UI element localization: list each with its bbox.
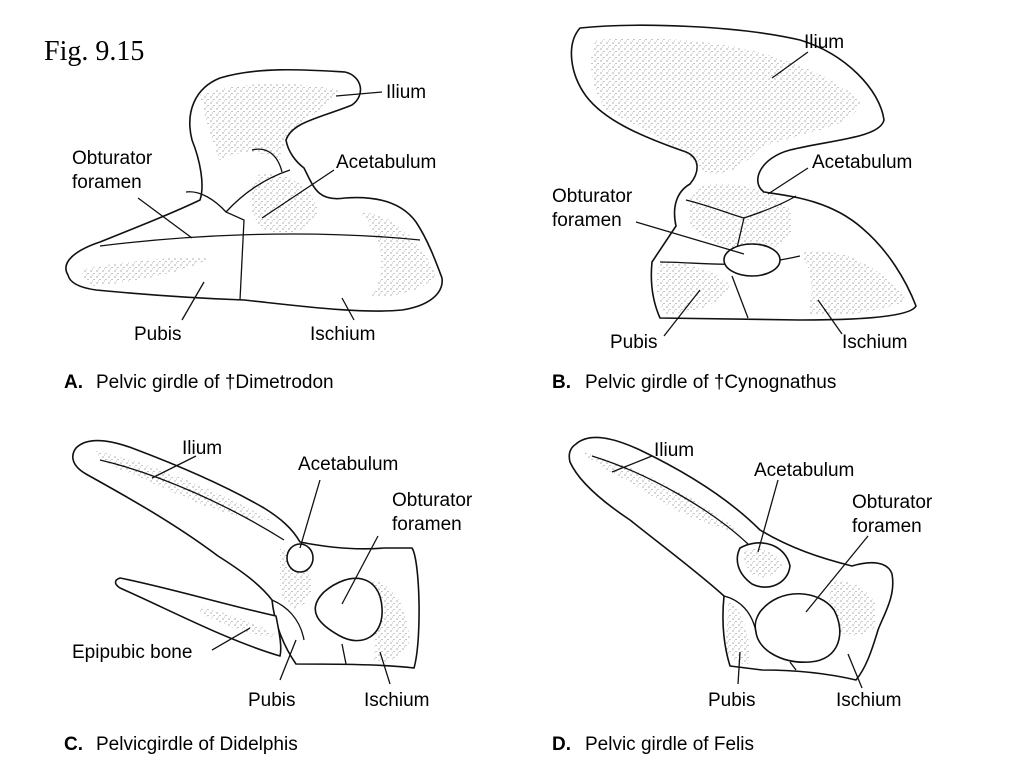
b-pubis-label: Pubis <box>610 332 658 353</box>
panel-d: Ilium Acetabulum Obturator foramen Pubis… <box>552 436 933 755</box>
d-ischium-leader <box>847 653 863 689</box>
d-caption-letter: D. <box>552 734 571 755</box>
a-ischium-leader <box>341 297 355 321</box>
a-ilium-leader <box>335 91 383 97</box>
felis-pelvis-drawing <box>568 436 894 681</box>
a-ilium-label: Ilium <box>386 82 426 103</box>
c-pubis-label: Pubis <box>248 690 296 711</box>
b-ischium-leader <box>817 299 843 335</box>
b-acetabulum-label: Acetabulum <box>812 152 912 173</box>
b-pubis-leader <box>663 289 701 337</box>
c-obturator-label-line1: Obturator <box>392 490 473 511</box>
b-ischium-label: Ischium <box>842 332 907 353</box>
panel-b: Ilium Acetabulum Obturator foramen Pubis… <box>552 24 917 393</box>
c-ilium-leader <box>151 455 197 479</box>
c-epipubic-leader <box>211 627 251 651</box>
c-pubis-leader <box>279 639 297 681</box>
didelphis-pelvis-drawing <box>72 439 420 669</box>
d-obturator-leader <box>805 535 869 613</box>
a-pubis-leader <box>181 281 205 321</box>
d-acetabulum-label: Acetabulum <box>754 460 854 481</box>
d-obturator-label-line2: foramen <box>852 516 922 537</box>
a-obturator-label-line1: Obturator <box>72 148 153 169</box>
b-caption: Pelvic girdle of †Cynognathus <box>585 372 836 393</box>
c-obturator-leader <box>341 535 379 605</box>
b-obturator-leader <box>635 221 745 255</box>
d-ilium-leader <box>611 455 653 473</box>
a-ischium-label: Ischium <box>310 324 375 345</box>
c-ilium-label: Ilium <box>182 438 222 459</box>
a-acetabulum-leader <box>261 169 335 219</box>
figure-title: Fig. 9.15 <box>44 36 144 67</box>
a-acetabulum-label: Acetabulum <box>336 152 436 173</box>
d-caption: Pelvic girdle of Felis <box>585 734 754 755</box>
c-acetabulum-label: Acetabulum <box>298 454 398 475</box>
c-ischium-leader <box>379 651 391 685</box>
c-acetabulum-leader <box>299 479 321 549</box>
c-epipubic-label: Epipubic bone <box>72 642 192 663</box>
c-caption: Pelvicgirdle of Didelphis <box>96 734 298 755</box>
b-obturator-label-line2: foramen <box>552 210 622 231</box>
a-obturator-leader <box>137 197 193 239</box>
d-ilium-label: Ilium <box>654 440 694 461</box>
d-obturator-label-line1: Obturator <box>852 492 933 513</box>
c-caption-letter: C. <box>64 734 83 755</box>
d-ischium-label: Ischium <box>836 690 901 711</box>
panel-c: Ilium Acetabulum Obturator foramen Epipu… <box>64 438 473 755</box>
b-ilium-label: Ilium <box>804 32 844 53</box>
b-acetabulum-leader <box>767 167 809 195</box>
d-pubis-leader <box>737 651 741 685</box>
dimetrodon-pelvis-drawing <box>65 68 443 312</box>
a-obturator-label-line2: foramen <box>72 172 142 193</box>
c-ischium-label: Ischium <box>364 690 429 711</box>
d-pubis-label: Pubis <box>708 690 756 711</box>
a-pubis-label: Pubis <box>134 324 182 345</box>
b-obturator-label-line1: Obturator <box>552 186 633 207</box>
a-caption-letter: A. <box>64 372 83 393</box>
b-ilium-leader <box>771 51 809 79</box>
panel-a: Ilium Obturator foramen Acetabulum Pubis… <box>64 68 443 393</box>
b-caption-letter: B. <box>552 372 571 393</box>
c-obturator-label-line2: foramen <box>392 514 462 535</box>
a-caption: Pelvic girdle of †Dimetrodon <box>96 372 334 393</box>
d-acetabulum-leader <box>757 479 779 553</box>
